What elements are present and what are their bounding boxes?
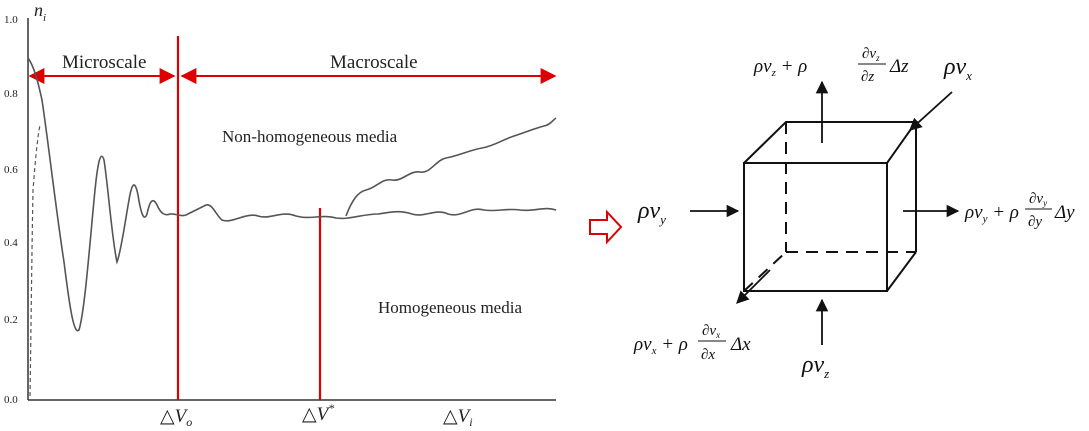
y-tick-label: 0.2 (4, 314, 18, 326)
non-homogeneous-branch (345, 117, 557, 217)
homogeneous-label: Homogeneous media (378, 298, 522, 317)
label-top-out: ρvz + ρ ∂vz ∂z Δz (753, 46, 909, 85)
svg-text:∂vy: ∂vy (1029, 191, 1047, 208)
dashed-curve (29, 124, 41, 397)
svg-text:∂x: ∂x (701, 347, 715, 363)
svg-text:ρvy + ρ: ρvy + ρ (964, 202, 1019, 225)
control-volume-diagram: ρvy ρvz + ρ ∂vz ∂z Δz ρvx ρvy + ρ ∂vy ∂y… (633, 46, 1075, 381)
cube-top-edges (743, 121, 918, 164)
svg-text:Δz: Δz (889, 56, 909, 77)
transition-arrow-icon (589, 209, 623, 245)
y-tick-label: 1.0 (4, 14, 18, 26)
x-mark-delta-v-o: △Vo (160, 406, 192, 429)
label-left-in: ρvy (637, 198, 666, 227)
svg-text:ρvz + ρ: ρvz + ρ (753, 56, 807, 79)
arrow-bottom-left-out (736, 269, 771, 304)
cube-front-face (743, 162, 888, 292)
x-mark-delta-v-i: △Vi (443, 406, 473, 429)
arrow-top-right-in (909, 91, 953, 131)
y-tick-label: 0.0 (4, 394, 18, 406)
label-bottom-left-out: ρvx + ρ ∂vx ∂x Δx (633, 323, 751, 363)
y-tick-label: 0.8 (4, 88, 18, 100)
svg-text:∂z: ∂z (861, 69, 874, 85)
cube-bottom-right-edge (886, 251, 917, 292)
svg-text:Δx: Δx (730, 334, 751, 355)
svg-text:Δy: Δy (1054, 202, 1075, 223)
non-homogeneous-label: Non-homogeneous media (222, 127, 398, 146)
porosity-curve (27, 57, 557, 332)
cube-hidden-depth (743, 251, 787, 292)
porosity-graph: 0.0 0.2 0.4 0.6 0.8 1.0 ni Microscale Ma… (4, 0, 557, 429)
y-axis-label: ni (34, 0, 46, 24)
svg-text:∂vx: ∂vx (702, 323, 720, 340)
microscale-label: Microscale (62, 52, 146, 73)
svg-text:ρvx + ρ: ρvx + ρ (633, 334, 688, 357)
y-tick-label: 0.6 (4, 164, 18, 176)
label-bottom-in: ρvz (801, 352, 829, 381)
label-top-right-in: ρvx (943, 54, 972, 83)
svg-text:∂y: ∂y (1028, 214, 1042, 230)
label-right-out: ρvy + ρ ∂vy ∂y Δy (964, 191, 1075, 230)
y-tick-label: 0.4 (4, 237, 18, 249)
x-mark-delta-v-star: △V* (302, 401, 334, 425)
macroscale-label: Macroscale (330, 52, 418, 73)
svg-text:∂vz: ∂vz (862, 46, 880, 63)
